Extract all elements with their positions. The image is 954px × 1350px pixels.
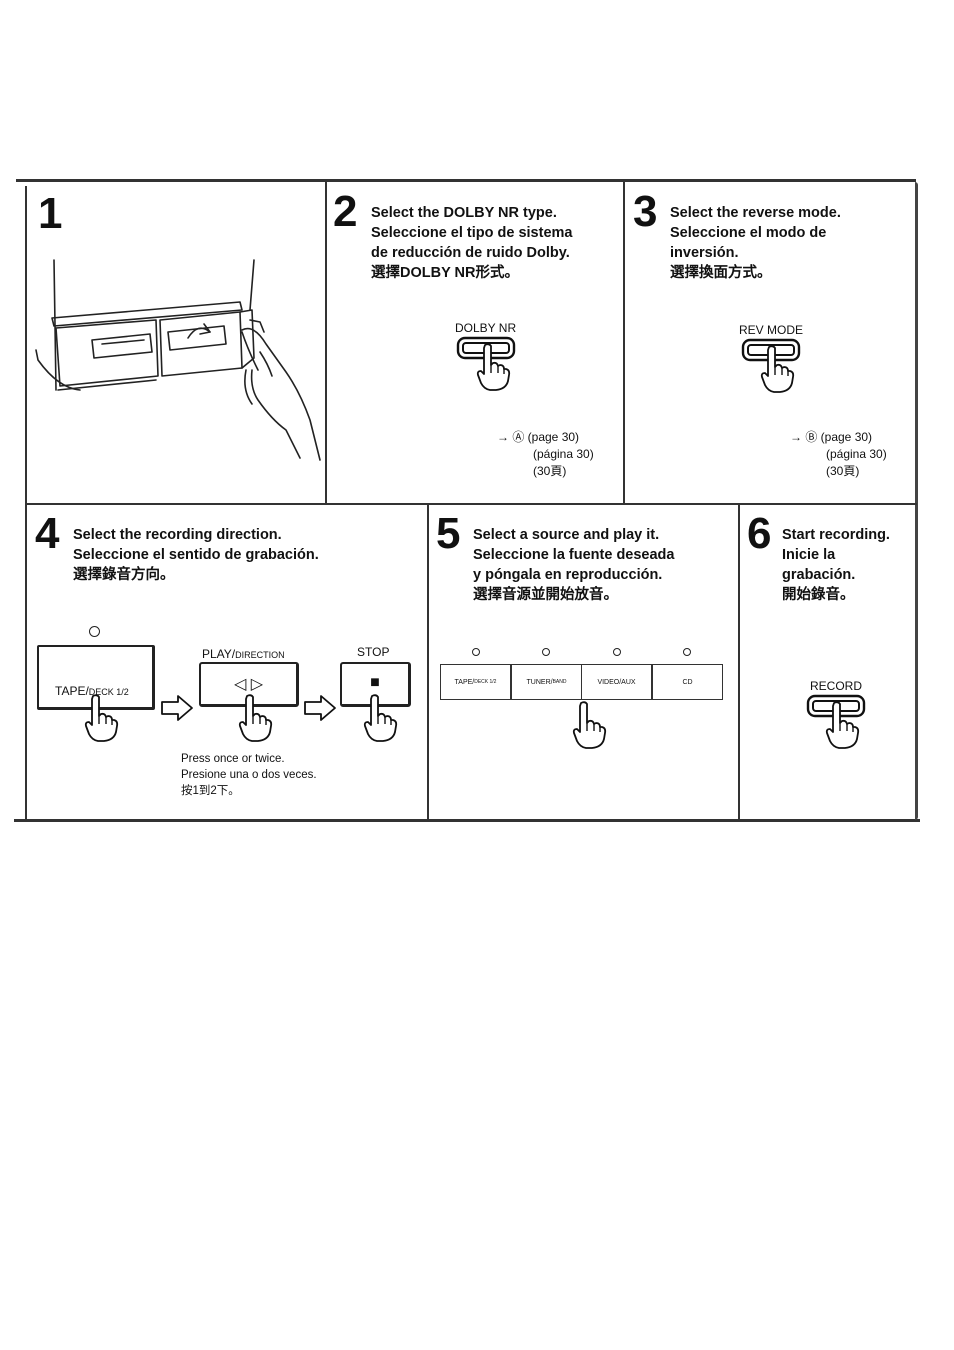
step-2-ref-zh: (30頁) bbox=[533, 464, 567, 478]
step-6-line-es-2: grabación. bbox=[782, 567, 856, 583]
step-2-reference: → Ⓐ (page 30) (página 30) (30頁) bbox=[497, 429, 594, 480]
arrow-right-icon bbox=[161, 695, 193, 721]
step-6-number: 6 bbox=[747, 509, 772, 558]
source-button-cd[interactable]: CD bbox=[652, 664, 723, 700]
step-3-instructions: Select the reverse mode. Seleccione el m… bbox=[670, 203, 841, 283]
step-5-line-en: Select a source and play it. bbox=[473, 527, 660, 543]
step-3-ref-pagina: (página 30) bbox=[826, 447, 887, 461]
step-3-ref-zh: (30頁) bbox=[826, 464, 860, 478]
source-tape-small: DECK 1/2 bbox=[474, 679, 497, 685]
play-direction-symbols: ◁ ▷ bbox=[233, 676, 264, 693]
source-button-video-aux[interactable]: VIDEO/AUX bbox=[581, 664, 652, 700]
tape-deck-label: TAPE/DECK 1/2 bbox=[55, 684, 129, 698]
play-direction-button[interactable]: ◁ ▷ bbox=[199, 662, 299, 707]
step-4-line-es: Seleccione el sentido de grabación. bbox=[73, 547, 319, 563]
step-2-line-zh: 選擇DOLBY NR形式。 bbox=[371, 265, 519, 281]
frame-right-border bbox=[915, 182, 918, 820]
step-6-instructions: Start recording. Inicie la grabación. 開始… bbox=[782, 525, 890, 605]
step-2-ref-page: → Ⓐ (page 30) bbox=[497, 430, 580, 444]
step-5-line-zh: 選擇音源並開始放音。 bbox=[473, 587, 618, 603]
cassette-door-illustration bbox=[35, 259, 321, 461]
step-4-number: 4 bbox=[35, 509, 60, 558]
step-3-line-en: Select the reverse mode. bbox=[670, 205, 841, 221]
step-3-number: 3 bbox=[633, 187, 658, 236]
step-4-note: Press once or twice. Presione una o dos … bbox=[181, 751, 317, 799]
source-led-video bbox=[613, 648, 621, 656]
play-direction-label-small: DIRECTION bbox=[235, 650, 285, 660]
column-divider-2-3 bbox=[623, 182, 625, 504]
stop-button[interactable]: ■ bbox=[340, 662, 411, 707]
source-video-main: VIDEO/AUX bbox=[597, 678, 636, 686]
source-tuner-main: TUNER/ bbox=[526, 678, 553, 686]
source-tape-main: TAPE/ bbox=[454, 678, 475, 686]
frame-top-border bbox=[16, 179, 916, 182]
step-6-line-zh: 開始錄音。 bbox=[782, 587, 855, 603]
step-4-note-es: Presione una o dos veces. bbox=[181, 769, 317, 781]
step-4-line-zh: 選擇錄音方向。 bbox=[73, 567, 175, 583]
step-5-number: 5 bbox=[436, 509, 461, 558]
pointing-hand-icon bbox=[238, 694, 273, 742]
pointing-hand-icon bbox=[760, 345, 795, 393]
step-5-instructions: Select a source and play it. Seleccione … bbox=[473, 525, 674, 605]
step-5-line-es-2: y póngala en reproducción. bbox=[473, 567, 663, 583]
stop-label: STOP bbox=[357, 645, 390, 659]
column-divider-4-5 bbox=[427, 504, 429, 820]
step-3-ref-page: → Ⓑ (page 30) bbox=[790, 430, 873, 444]
tape-deck-label-small: DECK 1/2 bbox=[88, 687, 129, 697]
pointing-hand-icon bbox=[363, 694, 398, 742]
step-3-reference: → Ⓑ (page 30) (página 30) (30頁) bbox=[790, 429, 887, 480]
step-4-note-en: Press once or twice. bbox=[181, 753, 285, 765]
step-2-number: 2 bbox=[333, 187, 358, 236]
step-4-note-zh: 按1到2下。 bbox=[181, 785, 240, 797]
step-4-line-en: Select the recording direction. bbox=[73, 527, 282, 543]
step-2-ref-pagina: (página 30) bbox=[533, 447, 594, 461]
step-6-line-es-1: Inicie la bbox=[782, 547, 836, 563]
row-divider bbox=[27, 503, 917, 505]
source-cd-main: CD bbox=[682, 678, 693, 686]
stop-symbol: ■ bbox=[370, 674, 380, 691]
source-tuner-small: BAND bbox=[552, 679, 567, 685]
record-label: RECORD bbox=[810, 679, 863, 693]
arrow-right-icon bbox=[304, 695, 336, 721]
source-led-tuner bbox=[542, 648, 550, 656]
step-4-instructions: Select the recording direction. Seleccio… bbox=[73, 525, 319, 585]
play-direction-label-main: PLAY/ bbox=[202, 647, 236, 661]
source-led-cd bbox=[683, 648, 691, 656]
source-button-tuner-band[interactable]: TUNER/BAND bbox=[511, 664, 582, 700]
step-6-line-en: Start recording. bbox=[782, 527, 890, 543]
dolby-nr-label: DOLBY NR bbox=[455, 321, 517, 335]
step-3-line-es-1: Seleccione el modo de bbox=[670, 225, 827, 241]
pointing-hand-icon bbox=[84, 694, 119, 742]
step-2-line-es-2: de reducción de ruido Dolby. bbox=[371, 245, 570, 261]
step-5-line-es-1: Seleccione la fuente deseada bbox=[473, 547, 675, 563]
tape-deck-label-main: TAPE/ bbox=[55, 684, 89, 698]
frame-bottom-border bbox=[14, 819, 920, 822]
step-2-line-en: Select the DOLBY NR type. bbox=[371, 205, 557, 221]
step-1-number: 1 bbox=[38, 189, 63, 238]
pointing-hand-icon bbox=[572, 701, 607, 749]
pointing-hand-icon bbox=[825, 701, 860, 749]
column-divider-5-6 bbox=[738, 504, 740, 820]
step-3-line-zh: 選擇換面方式。 bbox=[670, 265, 772, 281]
frame-left-border bbox=[25, 186, 27, 820]
column-divider-1-2 bbox=[325, 182, 327, 504]
source-button-tape-deck[interactable]: TAPE/DECK 1/2 bbox=[440, 664, 511, 700]
play-direction-label: PLAY/DIRECTION bbox=[202, 647, 285, 661]
step-3-line-es-2: inversión. bbox=[670, 245, 739, 261]
tape-deck-indicator-led bbox=[89, 626, 100, 637]
pointing-hand-icon bbox=[476, 343, 511, 391]
step-2-instructions: Select the DOLBY NR type. Seleccione el … bbox=[371, 203, 572, 283]
step-2-line-es-1: Seleccione el tipo de sistema bbox=[371, 225, 573, 241]
rev-mode-label: REV MODE bbox=[739, 323, 804, 337]
source-led-tape bbox=[472, 648, 480, 656]
